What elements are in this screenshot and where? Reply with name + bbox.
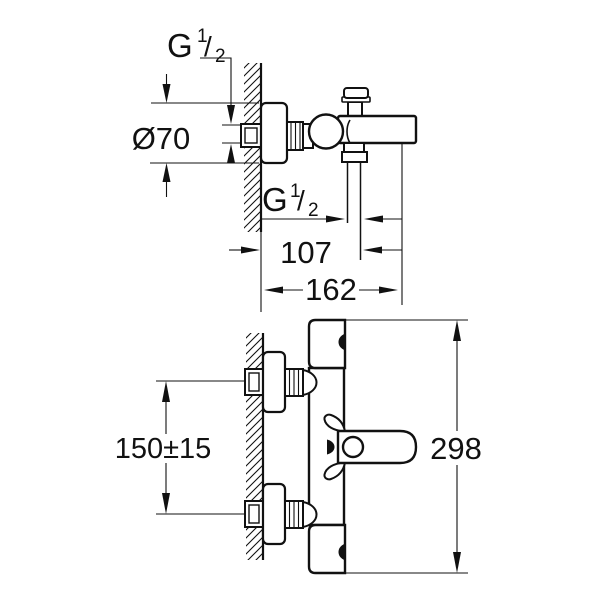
shower-outlet-nut: [341, 151, 368, 163]
s-union-bottom: [244, 482, 318, 546]
dimension-g12-hose: G 1 / 2: [262, 181, 402, 223]
lever-pivot-circle: [341, 435, 365, 459]
arrowhead: [241, 246, 260, 254]
dim-label-162: 162: [305, 272, 357, 307]
dimension-g12-top: G 1 / 2: [167, 26, 235, 163]
dim-label-g12-top-slash: /: [204, 31, 212, 62]
bottom-cap-grip-mark: [338, 543, 346, 561]
dimension-o70: Ø70: [132, 74, 259, 197]
dim-label-g12-hose-slash: /: [297, 185, 305, 216]
arrowhead: [227, 105, 235, 124]
arrowhead: [379, 286, 398, 294]
dim-label-107: 107: [280, 235, 332, 270]
control-knob: [307, 113, 345, 150]
dim-label-g12-hose-sup: 1: [290, 181, 301, 202]
escutcheon-plan-bottom: [261, 482, 287, 546]
union-dome: [302, 500, 318, 529]
lever-handle: [323, 413, 418, 481]
dim-label-g12-top-base: G: [167, 27, 193, 64]
body-marking: [327, 439, 335, 455]
bottom-end-cap: [307, 523, 347, 575]
connection-nut-inner: [244, 127, 258, 144]
dim-label-g12-top-sub: 2: [215, 46, 226, 67]
plan-view: 150±15 298: [115, 318, 482, 575]
arrowhead: [264, 286, 283, 294]
arrowhead: [162, 163, 171, 182]
lever-wing-top: [323, 413, 347, 433]
dimension-162: 162: [264, 272, 398, 307]
top-end-cap: [307, 318, 347, 370]
mixer-body-column: [307, 366, 346, 527]
diverter-cap: [343, 87, 369, 99]
arrowhead: [363, 246, 382, 254]
arrowhead: [326, 215, 345, 223]
dim-label-150: 150±15: [115, 433, 212, 465]
arrowhead: [162, 493, 170, 514]
union-nut-inner: [248, 372, 260, 392]
escutcheon-plan-top: [261, 350, 287, 414]
dim-label-g12-hose-base: G: [262, 181, 288, 218]
arrowhead: [227, 144, 235, 163]
arrowhead: [453, 320, 461, 341]
arrowhead: [453, 552, 461, 573]
arrowhead: [364, 215, 383, 223]
union-nut-inner: [248, 504, 260, 524]
top-cap-grip-mark: [338, 333, 346, 351]
dim-label-g12-hose-sub: 2: [308, 200, 319, 221]
dim-label-g12-top-sup: 1: [197, 26, 208, 47]
dimension-150: 150±15: [115, 380, 245, 515]
arrowhead: [162, 381, 170, 402]
dim-label-o70: Ø70: [132, 121, 191, 156]
shower-outlet: [343, 142, 365, 153]
lever-wing-bottom: [323, 461, 347, 481]
dimension-298: 298: [346, 319, 482, 574]
escutcheon-side: [259, 101, 289, 165]
s-union-top: [244, 350, 318, 414]
dim-label-298: 298: [430, 431, 482, 466]
union-dome: [302, 368, 318, 397]
arrowhead: [162, 84, 171, 103]
dimension-107: 107: [229, 235, 402, 270]
side-view: G 1 / 2 Ø70 G 1 / 2: [132, 26, 418, 312]
leader-line: [200, 57, 232, 106]
body-shoulder-arc: [346, 119, 351, 144]
